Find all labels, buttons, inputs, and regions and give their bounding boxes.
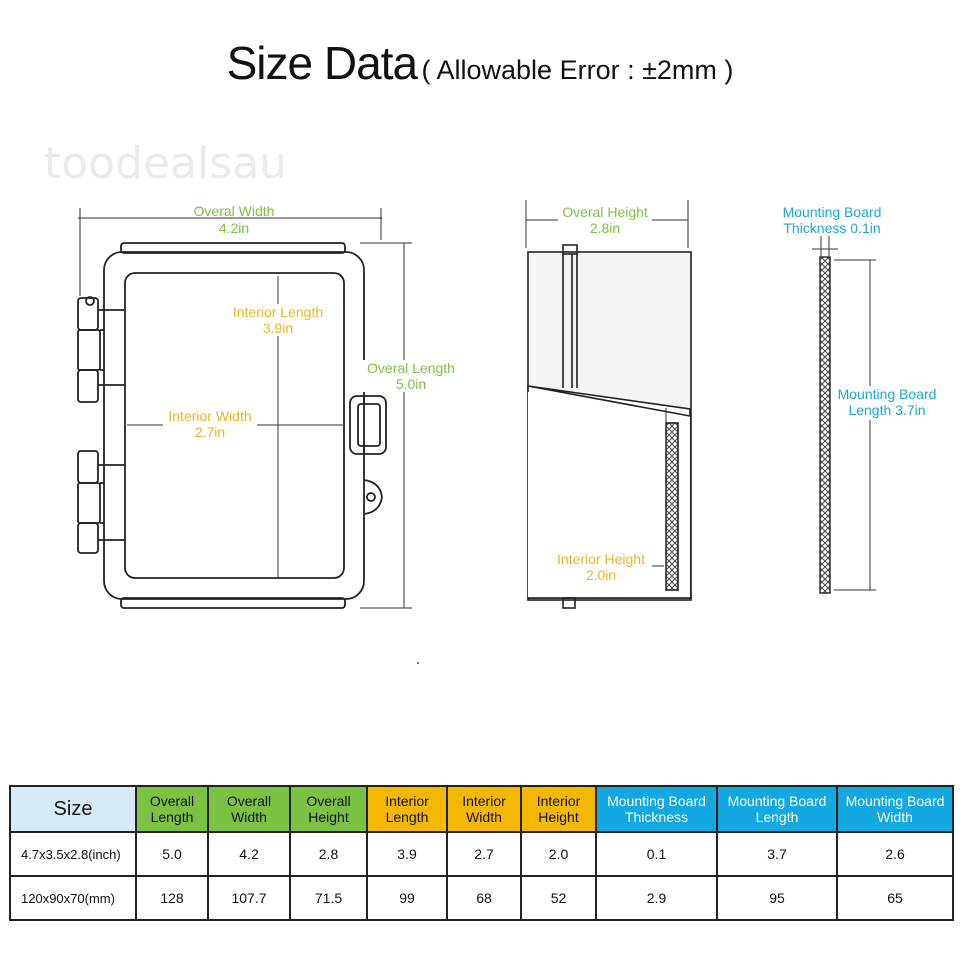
dimension-drawings: Overal Width 4.2in Interior Length 3.9in… (77, 200, 943, 664)
label-interior-height: Interior Height (557, 551, 645, 567)
watermark-text: toodealsau (44, 138, 288, 189)
hinge-top (77, 296, 125, 403)
table-cell: 128 (135, 875, 209, 921)
table-cell: 5.0 (135, 831, 209, 877)
table-header-line1: Overall (226, 793, 272, 809)
table-cell: 2.7 (446, 831, 522, 877)
label-overall-length-value: 5.0in (396, 376, 426, 392)
table-cell: 4.2 (207, 831, 291, 877)
table-header-line2: Width (877, 809, 913, 825)
label-overall-height: Overal Height (562, 204, 648, 220)
mounting-board-dimensions (812, 236, 876, 591)
table-header-line1: Mounting Board (607, 793, 706, 809)
table-cell: 68 (446, 875, 522, 921)
table-cell: 71.5 (289, 875, 368, 921)
title-subtitle: ( Allowable Error : ±2mm ) (421, 55, 734, 85)
table-header-line2: Width (231, 809, 267, 825)
table-header-size: Size (9, 785, 137, 833)
mounting-board (819, 256, 831, 594)
label-overall-width-value-fg: 4.2in (219, 220, 249, 236)
table-cell: 52 (520, 875, 597, 921)
table-header-line2: Width (466, 809, 502, 825)
table-header-line1: Overall (149, 793, 195, 809)
table-header-line1: Mounting Board (727, 793, 827, 809)
title-main: Size Data (226, 37, 418, 89)
table-header-line2: Thickness (624, 809, 689, 825)
label-overall-length: Overal Length (367, 360, 455, 376)
hinge-bottom (77, 450, 125, 554)
label-overall-height-value: 2.8in (590, 220, 620, 236)
table-cell-size: 4.7x3.5x2.8(inch) (9, 831, 137, 877)
latch (349, 395, 387, 455)
table-header-line1: Overall (306, 793, 351, 809)
table-cell: 2.9 (595, 875, 718, 921)
table-header-line2: Height (308, 809, 349, 825)
table-header-line1: Interior (462, 793, 506, 809)
side-view (527, 244, 692, 609)
label-board-thickness-value: Thickness 0.1in (783, 220, 880, 236)
table-cell: 3.7 (716, 831, 838, 877)
label-overall-width: Overal Width (194, 203, 275, 219)
table-cell: 3.9 (366, 831, 448, 877)
table-header-line2: Length (150, 809, 194, 825)
table-header-line1: Mounting Board (845, 793, 945, 809)
page-title: Size Data ( Allowable Error : ±2mm ) (0, 36, 960, 90)
table-cell: 99 (366, 875, 448, 921)
table-header-line1: Interior (536, 793, 581, 809)
table-cell: 2.8 (289, 831, 368, 877)
label-interior-length: Interior Length (233, 304, 323, 320)
lock-tab (363, 479, 383, 515)
table-cell: 65 (836, 875, 954, 921)
table-cell: 107.7 (207, 875, 291, 921)
mounting-board-labels: Mounting Board Thickness 0.1in Mounting … (783, 204, 943, 420)
front-view (77, 242, 387, 609)
label-interior-height-value: 2.0in (586, 567, 616, 583)
label-interior-width: Interior Width (168, 408, 251, 424)
label-board-length: Mounting Board (838, 386, 937, 402)
label-interior-length-value: 3.9in (263, 320, 293, 336)
table-header-line2: Height (538, 809, 579, 825)
table-cell: 2.0 (520, 831, 597, 877)
table-header-line1: Interior (385, 793, 429, 809)
table-cell: 2.6 (836, 831, 954, 877)
table-cell: 95 (716, 875, 838, 921)
front-view-labels: Overal Width 4.2in Interior Length 3.9in… (163, 203, 460, 440)
side-view-labels: Overal Height 2.8in Interior Height 2.0i… (552, 204, 652, 583)
table-header-line2: Length (385, 809, 429, 825)
label-board-thickness: Mounting Board (783, 204, 882, 220)
table-header-line2: Length (755, 809, 799, 825)
label-interior-width-value: 2.7in (195, 424, 225, 440)
table-cell-size: 120x90x70(mm) (9, 875, 137, 921)
table-cell: 0.1 (595, 831, 718, 877)
label-board-length-value: Length 3.7in (848, 402, 925, 418)
